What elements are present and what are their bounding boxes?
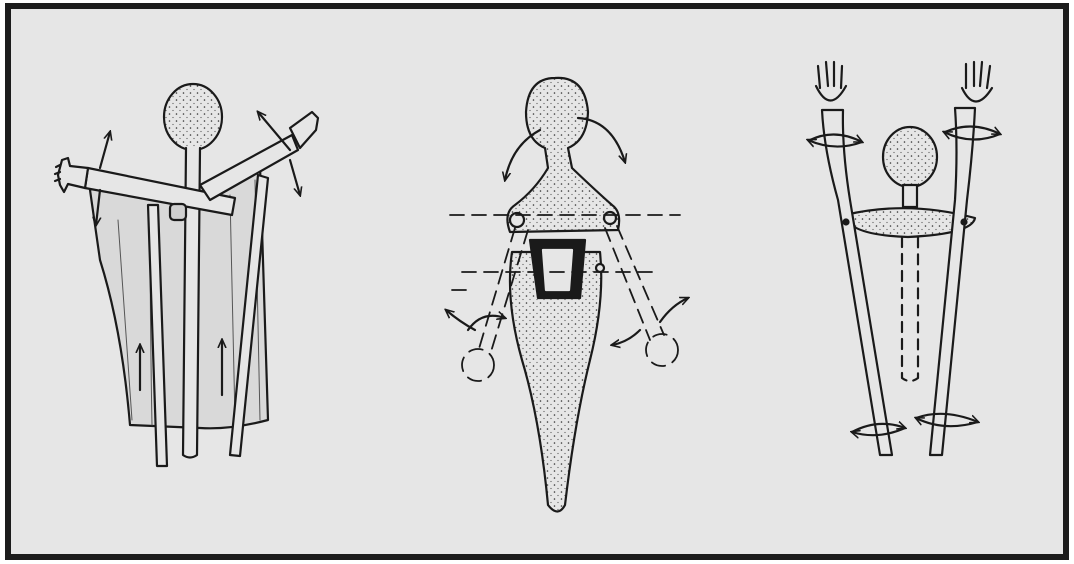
pivot-knob (170, 204, 186, 220)
head-ball (164, 84, 222, 150)
head-ball (883, 127, 937, 187)
